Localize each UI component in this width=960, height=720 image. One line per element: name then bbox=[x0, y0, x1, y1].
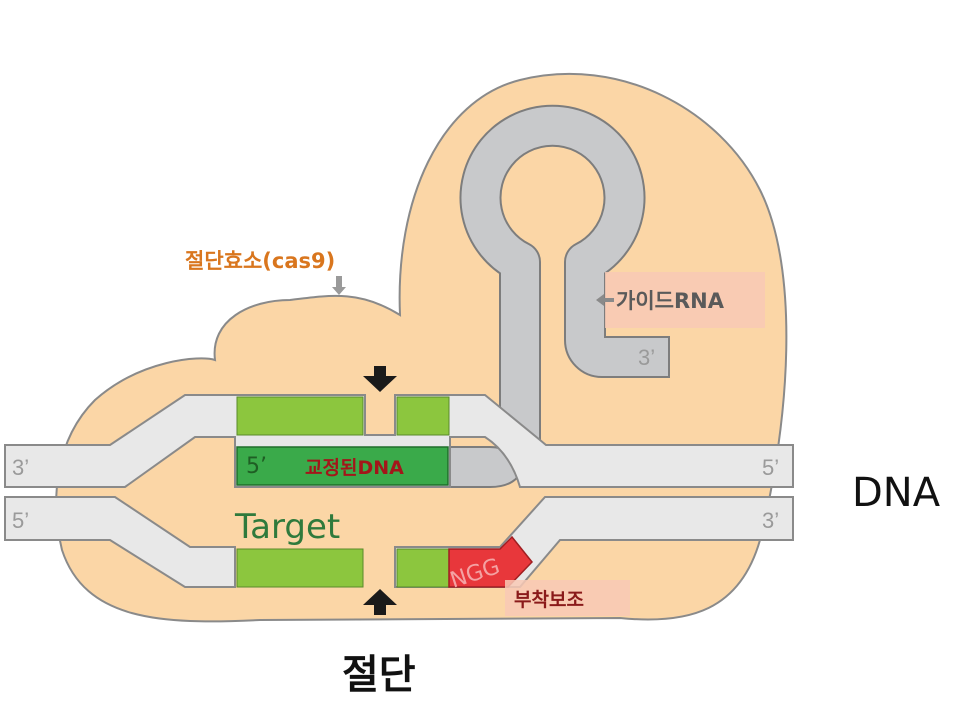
cut-label: 절단 bbox=[342, 652, 416, 698]
target-block-top-right bbox=[396, 396, 450, 436]
pointer-arrow-icon bbox=[596, 294, 614, 306]
edited-5prime-label: 5’ bbox=[246, 454, 267, 479]
guide-rna-hairpin-fill bbox=[461, 106, 668, 470]
enzyme-label: 절단효소(cas9) bbox=[185, 249, 335, 273]
dna-top-strand bbox=[4, 394, 794, 488]
cut-arrow-down-icon bbox=[363, 366, 397, 392]
guide-rna-label: 가이드RNA bbox=[616, 289, 725, 313]
guide-3prime-label: 3’ bbox=[638, 345, 655, 370]
bottom-left-end-label: 5’ bbox=[12, 508, 29, 533]
pam-assist-label: 부착보조 bbox=[514, 589, 584, 611]
target-label: Target bbox=[234, 507, 340, 547]
target-block-bottom-right bbox=[396, 548, 450, 588]
top-left-end-label: 3’ bbox=[12, 455, 29, 480]
dna-label: DNA bbox=[852, 470, 941, 516]
edited-dna-label: 교정된DNA bbox=[305, 457, 404, 479]
target-block-bottom-left bbox=[236, 548, 364, 588]
pam-ngg-block bbox=[448, 535, 533, 588]
pam-assist-label-box bbox=[505, 580, 630, 616]
bottom-right-end-label: 3’ bbox=[762, 508, 779, 533]
target-block-top-left bbox=[236, 396, 364, 436]
enzyme-pointer-icon bbox=[332, 276, 346, 295]
top-right-end-label: 5’ bbox=[762, 455, 779, 480]
guide-rna-label-box bbox=[605, 272, 765, 328]
cut-arrow-up-icon bbox=[363, 589, 397, 615]
edited-dna-block bbox=[236, 446, 449, 486]
